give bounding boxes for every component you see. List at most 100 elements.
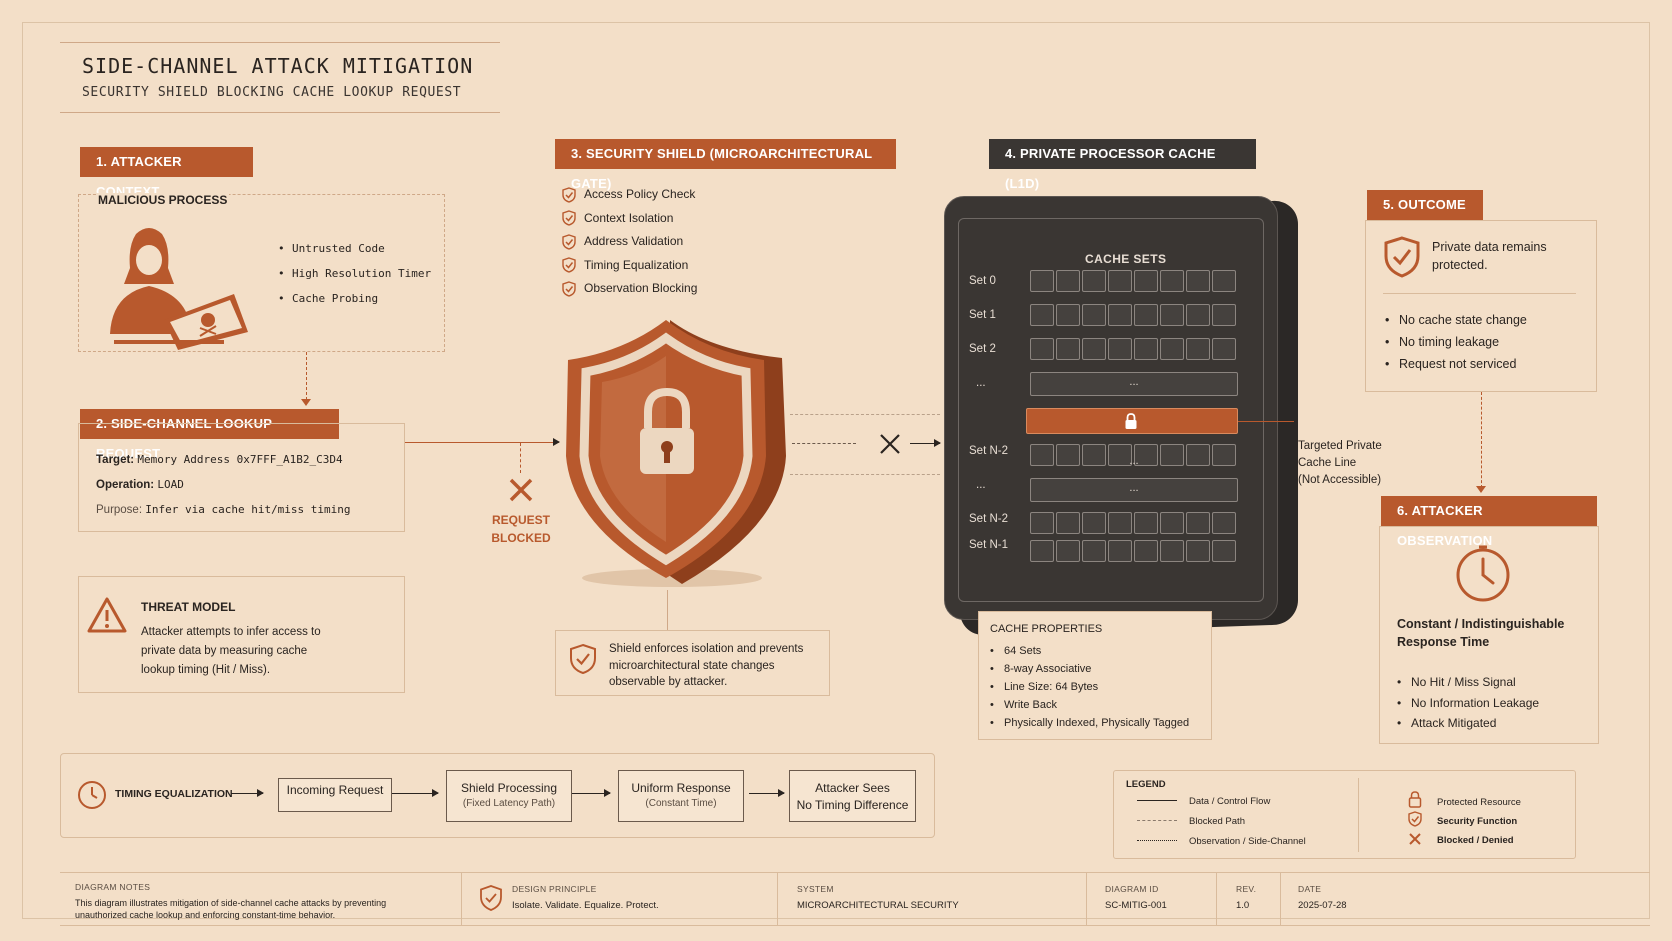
outcome-bullets: No cache state change No timing leakage … [1385,309,1527,375]
warning-icon [87,597,127,633]
cache-way-cell [1160,304,1184,326]
legend-item: Blocked Path [1189,816,1245,827]
check-shield-icon [562,187,576,203]
cache-inner-frame [958,218,1264,602]
outcome-header: 5. OUTCOME [1367,190,1483,220]
check-item: Context Isolation [562,207,697,231]
set-label: Set 1 [969,309,996,321]
flow-arrow [392,789,439,797]
flow-arrow [572,789,611,797]
footer-principle: DESIGN PRINCIPLE Isolate. Validate. Equa… [512,884,659,911]
cache-way-cell [1186,540,1210,562]
set-label: ... [976,377,986,389]
clock-icon [1456,545,1510,602]
footer-divider [1280,872,1281,926]
footer-divider [461,872,462,926]
shield-checklist: Access Policy Check Context Isolation Ad… [562,183,697,301]
observation-bullet: No Hit / Miss Signal [1397,672,1539,693]
check-shield-icon [562,210,576,227]
observation-bullet: No Information Leakage [1397,693,1539,714]
blocked-path-x-icon [880,434,900,454]
lookup-request-box [78,423,405,532]
cache-way-cell [1134,304,1158,326]
legend-dotted-line [1137,840,1177,841]
legend-dashed-line [1137,820,1177,821]
cache-way-cell [1056,304,1080,326]
cache-way-cell [1082,304,1106,326]
outcome-to-observation-connector [1481,392,1482,488]
flow-arrow [231,789,264,797]
cache-row-placeholder: ... [1030,372,1238,396]
check-item: Access Policy Check [562,183,697,207]
attacker-bullet: Cache Probing [278,286,431,311]
attacker-context-box [78,194,445,352]
shield-check-icon [570,643,596,675]
footer-divider [777,872,778,926]
processor-cache-header: 4. PRIVATE PROCESSOR CACHE (L1D) [989,139,1256,191]
outcome-shield-check-icon [1384,236,1420,278]
threat-model-box [78,576,405,693]
request-flow-arrow [405,438,560,446]
malicious-process-label: MALICIOUS PROCESS [96,193,230,207]
outcome-bullet: Request not serviced [1385,353,1527,375]
footer-notes: DIAGRAM NOTES This diagram illustrates m… [75,882,387,920]
footer-system: SYSTEM MICROARCHITECTURAL SECURITY [797,884,959,911]
set-label: ... [976,479,986,491]
attacker-context-header: 1. ATTACKER CONTEXT [80,147,253,199]
cache-way-cell [1186,338,1210,360]
cache-row-placeholder: ... [1030,478,1238,502]
legend-item: Security Function [1437,816,1518,827]
cache-way-cell [1134,512,1158,534]
cache-way-cell [1082,512,1106,534]
blocked-x-icon [509,478,533,502]
cache-way-cell [1030,444,1054,466]
cache-way-cell [1030,540,1054,562]
flow-step-uniform-response: Uniform Response(Constant Time) [618,770,744,822]
footer-date: DATE 2025-07-28 [1298,884,1347,911]
flow-step-shield-processing: Shield Processing(Fixed Latency Path) [446,770,572,822]
legend-shield-icon [1408,811,1422,827]
blocked-path-arrow [910,439,941,447]
cache-property: 64 Sets [990,642,1189,660]
legend-item: Blocked / Denied [1437,835,1514,846]
cache-way-cell [1030,338,1054,360]
cache-way-cell [1212,270,1236,292]
down-arrowhead [1476,486,1486,493]
cache-way-cell [1030,270,1054,292]
lookup-request-header: 2. SIDE-CHANNEL LOOKUP REQUEST [80,409,339,461]
legend-item: Observation / Side-Channel [1189,836,1306,847]
title-rule [60,42,500,43]
cache-way-cell [1212,512,1236,534]
cache-way-cell [1134,338,1158,360]
cache-way-cell [1186,304,1210,326]
cache-way-cell [1212,304,1236,326]
outcome-bullet: No timing leakage [1385,331,1527,353]
outcome-box [1365,220,1597,392]
cache-way-cell [1160,444,1184,466]
lookup-purpose: Purpose: Infer via cache hit/miss timing [96,503,351,516]
cache-way-cell [1108,512,1132,534]
cache-way-cell [1212,444,1236,466]
shield-note-box [555,630,830,696]
timing-equalization-label: TIMING EQUALIZATION [115,788,233,800]
dashed-path-lower [790,474,940,475]
hooded-hacker-icon [110,228,248,350]
cache-way-cell [1108,540,1132,562]
lookup-operation: Operation: LOAD [96,478,184,491]
legend-padlock-icon [1408,791,1422,808]
cache-way-cell [1082,338,1106,360]
blocked-path-line [792,443,856,444]
footer-diagram-id: DIAGRAM ID SC-MITIG-001 [1105,884,1167,911]
cache-way-cell [1134,270,1158,292]
flow-arrow [749,789,785,797]
page-subtitle: SECURITY SHIELD BLOCKING CACHE LOOKUP RE… [82,85,462,100]
footer-divider [1216,872,1217,926]
cache-row-ellipsis: ... [1129,455,1139,467]
cache-way-cell [1134,444,1158,466]
